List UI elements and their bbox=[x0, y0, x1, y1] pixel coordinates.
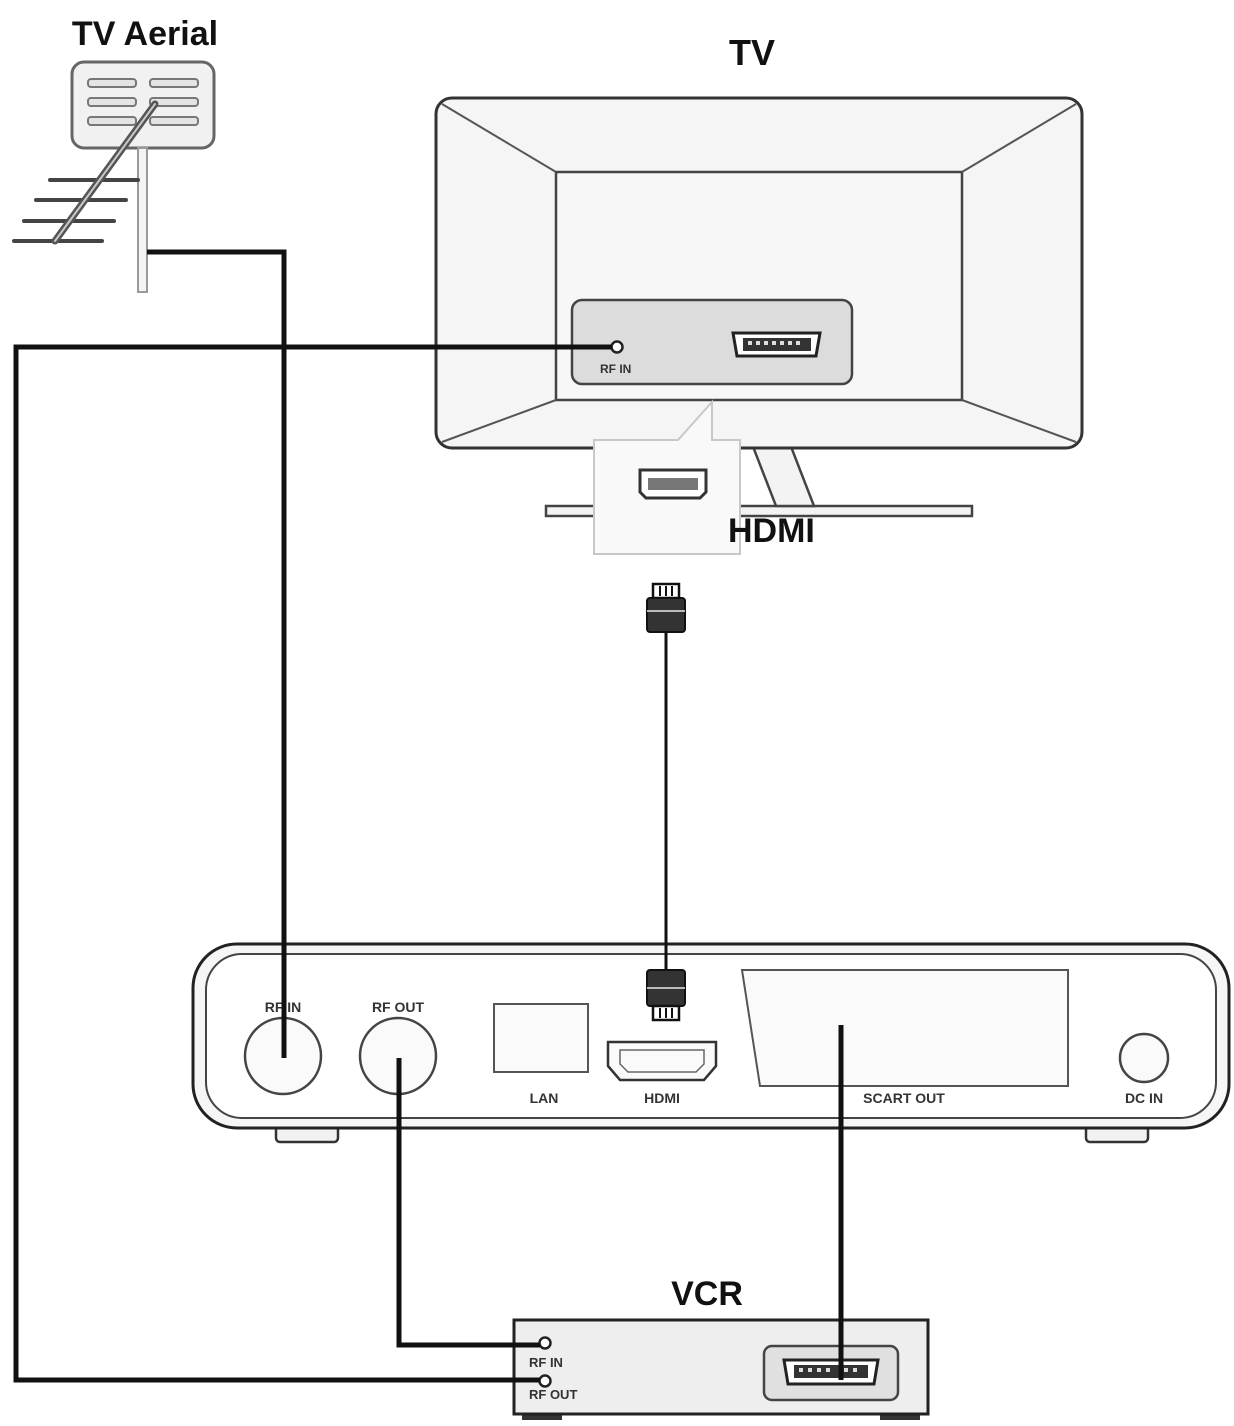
aerial-mast bbox=[137, 147, 148, 293]
cable-receiver-rf-out-to-vcr-rf-in bbox=[396, 1058, 540, 1348]
tv-stand-base bbox=[544, 504, 974, 518]
receiver-scart-port bbox=[740, 969, 1069, 1087]
hdmi-plug-top bbox=[646, 582, 686, 633]
receiver-lan-port bbox=[493, 1003, 589, 1073]
vcr-label: VCR bbox=[671, 1275, 743, 1313]
cable-aerial-to-receiver-rf-in bbox=[147, 249, 287, 1058]
tv-set: RF IN bbox=[434, 96, 1084, 555]
tv-aerial bbox=[12, 60, 216, 293]
tv-hdmi-port bbox=[638, 468, 708, 500]
receiver-scart-out-label: SCART OUT bbox=[863, 1090, 945, 1106]
vcr-rf-in-label: RF IN bbox=[529, 1355, 563, 1370]
receiver-lan-label: LAN bbox=[530, 1090, 559, 1106]
tv-label: TV bbox=[729, 32, 775, 73]
hdmi-plug-bottom bbox=[646, 969, 686, 1022]
receiver-hdmi-label: HDMI bbox=[644, 1090, 680, 1106]
vcr-rf-out-label: RF OUT bbox=[529, 1387, 577, 1402]
tv-scart-port bbox=[731, 331, 822, 358]
tv-rear-panel bbox=[570, 298, 854, 386]
hdmi-cable bbox=[646, 582, 686, 1022]
receiver-box: RF IN RF OUT LAN HDMI SCART OUT DC IN bbox=[191, 942, 1231, 1144]
vcr-rf-out-port bbox=[538, 1374, 552, 1388]
receiver-hdmi-port bbox=[606, 1040, 718, 1082]
receiver-dc-in-label: DC IN bbox=[1125, 1090, 1163, 1106]
hdmi-callout-label: HDMI bbox=[728, 512, 815, 550]
receiver-rf-out-label: RF OUT bbox=[372, 999, 425, 1015]
aerial-label: TV Aerial bbox=[72, 15, 218, 53]
aerial-panel-slots bbox=[87, 78, 199, 126]
tv-stand-neck bbox=[750, 442, 816, 508]
tv-bevel-lines bbox=[441, 103, 1077, 443]
vcr-unit: RF IN RF OUT bbox=[512, 1318, 930, 1420]
vcr-rf-in-port bbox=[538, 1336, 552, 1350]
receiver-dc-in-port bbox=[1118, 1032, 1170, 1084]
tv-rf-in-port bbox=[610, 340, 624, 354]
cable-vcr-rf-out-to-tv-rf-in bbox=[13, 344, 612, 1383]
cables bbox=[13, 249, 844, 1383]
vcr-scart-port bbox=[762, 1344, 900, 1402]
tv-rf-in-label: RF IN bbox=[600, 362, 631, 376]
